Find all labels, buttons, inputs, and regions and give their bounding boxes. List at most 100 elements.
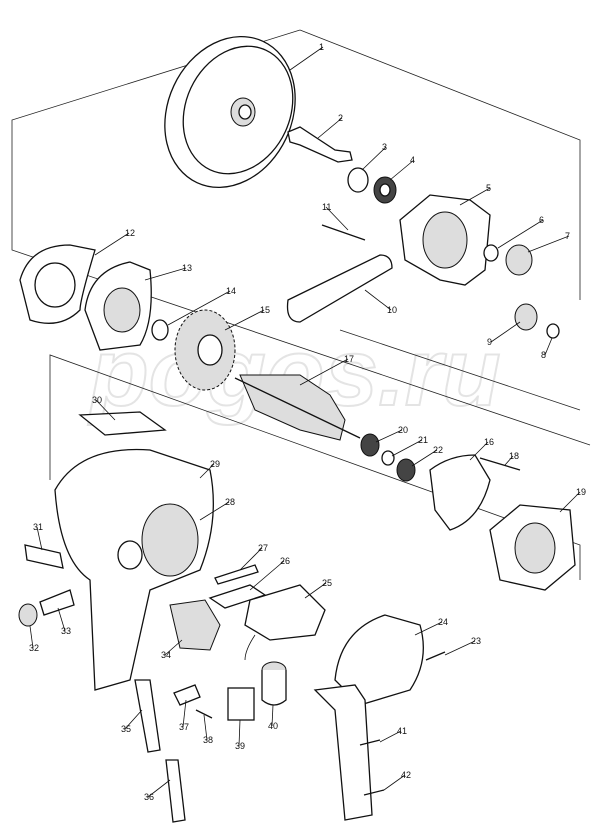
leader-line-26 xyxy=(249,560,285,591)
callout-24: 24 xyxy=(438,617,448,627)
callout-31: 31 xyxy=(33,522,43,532)
leader-line-6 xyxy=(497,219,544,249)
callout-21: 21 xyxy=(418,435,428,445)
callout-19: 19 xyxy=(576,487,586,497)
leader-line-30 xyxy=(95,399,116,421)
part-33-carbon-brush xyxy=(39,589,75,616)
leader-line-28 xyxy=(199,501,230,521)
part-32-brush-cap xyxy=(18,603,38,627)
leader-line-41 xyxy=(379,730,402,743)
part-13-bearing-box xyxy=(84,261,152,351)
leader-line-3 xyxy=(361,146,387,171)
leader-line-23 xyxy=(444,640,476,656)
leader-line-15 xyxy=(224,309,265,331)
leader-line-5 xyxy=(459,187,491,206)
leader-line-18 xyxy=(504,455,514,466)
part-39-capacitor xyxy=(227,687,255,721)
part-19-field xyxy=(489,504,576,591)
callout-4: 4 xyxy=(410,155,415,165)
callout-1: 1 xyxy=(319,42,324,52)
callout-7: 7 xyxy=(565,231,570,241)
callout-12: 12 xyxy=(125,228,135,238)
leader-line-22 xyxy=(411,449,438,467)
handle-cover xyxy=(313,684,373,821)
callout-3: 3 xyxy=(382,142,387,152)
part-8-ring xyxy=(546,323,560,339)
part-24-rear-cover xyxy=(334,614,424,706)
part-18-screw xyxy=(479,457,521,471)
part-1-pad xyxy=(164,35,296,189)
part-10-side-handle xyxy=(286,254,393,323)
leader-line-12 xyxy=(94,232,130,256)
part-17-armature xyxy=(234,374,361,441)
leader-line-21 xyxy=(391,439,423,457)
callout-16: 16 xyxy=(484,437,494,447)
callout-5: 5 xyxy=(486,183,491,193)
leader-line-33 xyxy=(57,607,66,632)
part-20-bearing xyxy=(360,433,380,457)
callout-18: 18 xyxy=(509,451,519,461)
part-16-baffle-plate xyxy=(429,454,491,531)
callout-22: 22 xyxy=(433,445,443,455)
leader-line-2 xyxy=(317,117,343,139)
part-21-ring xyxy=(381,450,395,466)
leader-line-27 xyxy=(239,547,263,571)
callout-33: 33 xyxy=(61,626,71,636)
part-15-fan xyxy=(174,309,236,391)
callout-15: 15 xyxy=(260,305,270,315)
leader-line-13 xyxy=(144,267,187,281)
leader-line-14 xyxy=(167,290,231,326)
callout-23: 23 xyxy=(471,636,481,646)
callout-13: 13 xyxy=(182,263,192,273)
leader-line-35 xyxy=(124,709,143,730)
part-38-screw xyxy=(195,709,213,719)
callout-2: 2 xyxy=(338,113,343,123)
part-36-cord xyxy=(165,759,186,823)
leader-line-37 xyxy=(182,699,187,728)
part-9-pinion xyxy=(514,303,538,331)
group-outline-lower xyxy=(49,329,581,580)
part-2-spindle xyxy=(287,126,353,163)
part-12-gasket xyxy=(19,244,96,324)
part-42-screw xyxy=(363,789,385,796)
callout-42: 42 xyxy=(401,770,411,780)
callout-10: 10 xyxy=(387,305,397,315)
part-4-bearing xyxy=(373,176,397,204)
leader-line-4 xyxy=(389,159,415,181)
part-27-strain-relief xyxy=(214,564,259,585)
callout-28: 28 xyxy=(225,497,235,507)
callout-36: 36 xyxy=(144,792,154,802)
callout-39: 39 xyxy=(235,741,245,751)
leader-line-31 xyxy=(36,526,43,551)
callout-26: 26 xyxy=(280,556,290,566)
part-41-screw xyxy=(359,739,381,746)
part-40-noise-suppressor xyxy=(261,661,287,706)
callouts: 1234567891011121314151617181920212223242… xyxy=(29,42,586,802)
part-26-holder xyxy=(208,584,267,609)
leader-line-10 xyxy=(364,289,392,311)
part-25-controller xyxy=(244,584,326,661)
leader-line-24 xyxy=(414,621,443,636)
leader-line-39 xyxy=(238,719,241,747)
callout-35: 35 xyxy=(121,724,131,734)
callout-27: 27 xyxy=(258,543,268,553)
group-outline-upper xyxy=(11,29,591,446)
part-5-gear-housing xyxy=(399,194,491,286)
leader-line-40 xyxy=(271,704,274,727)
part-28-motor-housing xyxy=(54,448,214,691)
part-23-screw xyxy=(425,651,446,661)
leader-line-32 xyxy=(29,625,34,649)
callout-9: 9 xyxy=(487,337,492,347)
part-31-label xyxy=(24,544,64,569)
part-22-bearing xyxy=(396,458,416,482)
part-3-ring xyxy=(347,167,369,193)
leader-line-25 xyxy=(304,582,327,599)
leader-line-34 xyxy=(164,639,183,656)
callout-41: 41 xyxy=(397,726,407,736)
leader-line-38 xyxy=(203,714,208,741)
leader-line-8 xyxy=(544,337,553,356)
part-34-switch xyxy=(169,599,221,651)
callout-32: 32 xyxy=(29,643,39,653)
leader-line-11 xyxy=(325,206,349,231)
